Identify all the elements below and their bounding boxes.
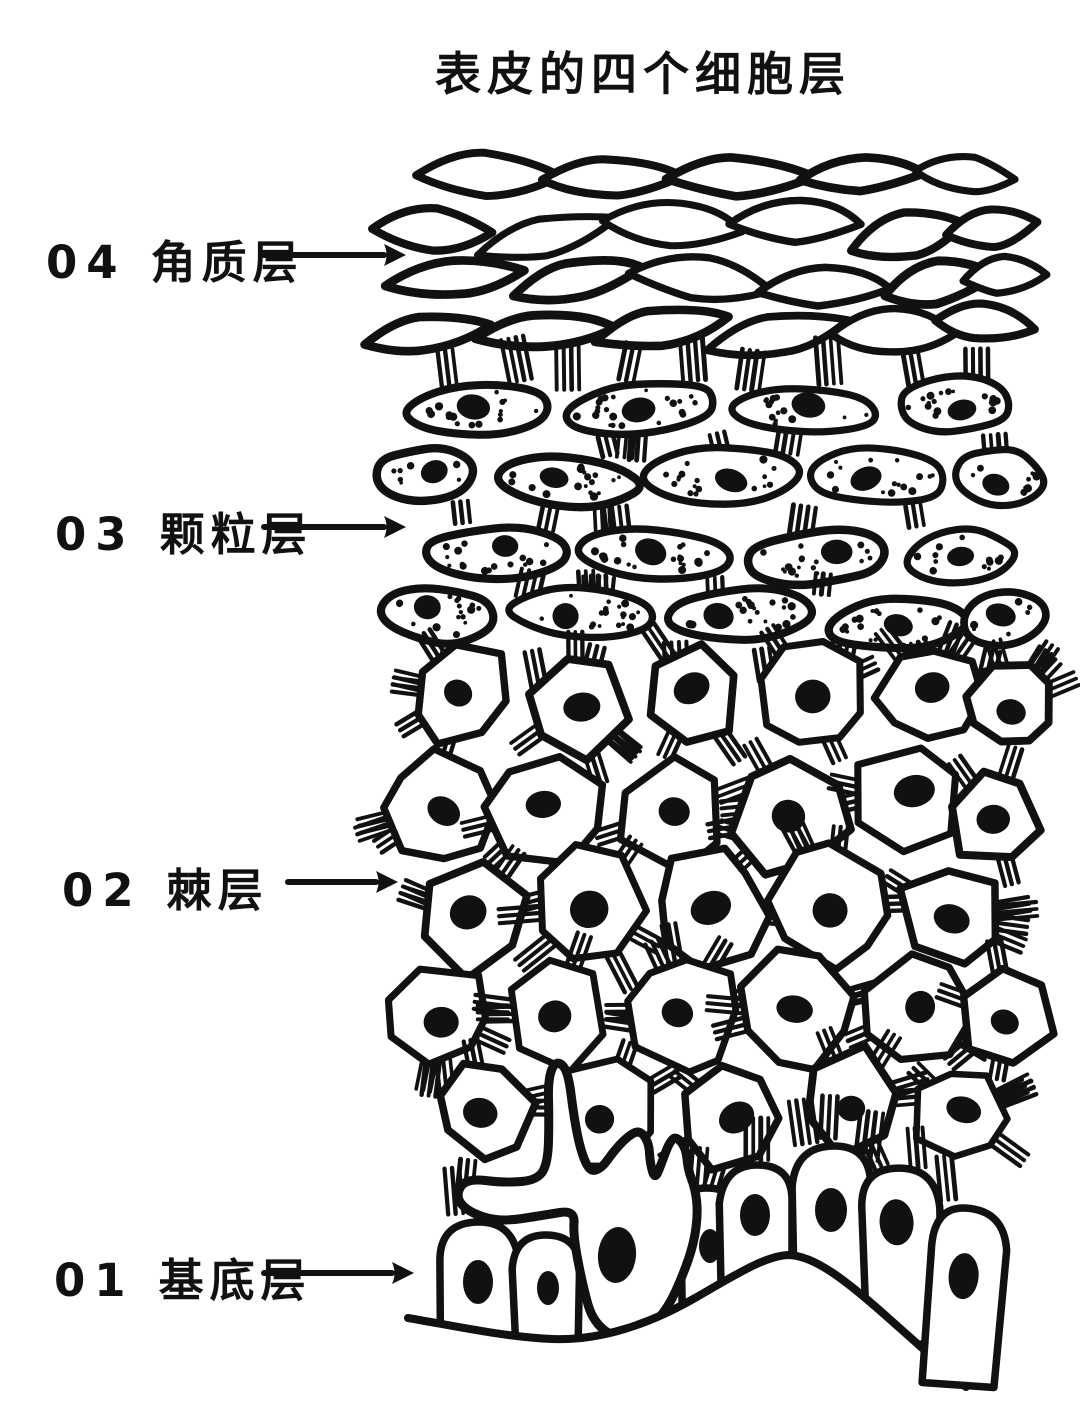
stratum-spinosum-cells xyxy=(353,620,1080,1201)
melanocyte-cell xyxy=(453,1058,702,1342)
layer-number: 04 xyxy=(46,236,127,289)
layer-label-spinosum: 02 棘层 xyxy=(62,854,269,919)
layer-number: 01 xyxy=(54,1254,135,1307)
layer-label-corneum: 04 角质层 xyxy=(46,226,304,291)
arrow-01 xyxy=(261,1262,414,1284)
layer-number: 03 xyxy=(55,508,136,561)
arrow-04 xyxy=(261,244,406,266)
layer-name: 角质层 xyxy=(150,236,304,289)
layer-arrows xyxy=(261,244,414,1284)
layer-name: 颗粒层 xyxy=(159,508,313,561)
layer-name: 基底层 xyxy=(158,1254,312,1307)
basement-membrane xyxy=(402,1250,970,1421)
arrow-02 xyxy=(285,871,398,893)
layer-number: 02 xyxy=(62,864,143,917)
basal-cell-tilted xyxy=(918,1204,1011,1392)
stratum-granulosum-cells xyxy=(372,372,1050,653)
layer-name: 棘层 xyxy=(166,864,269,917)
diagram-title: 表皮的四个细胞层 xyxy=(435,47,851,101)
layer-label-basale: 01 基底层 xyxy=(54,1244,312,1309)
layer-label-granulosum: 03 颗粒层 xyxy=(55,498,313,563)
arrow-03 xyxy=(261,516,406,538)
stratum-corneum-cells xyxy=(360,148,1051,360)
